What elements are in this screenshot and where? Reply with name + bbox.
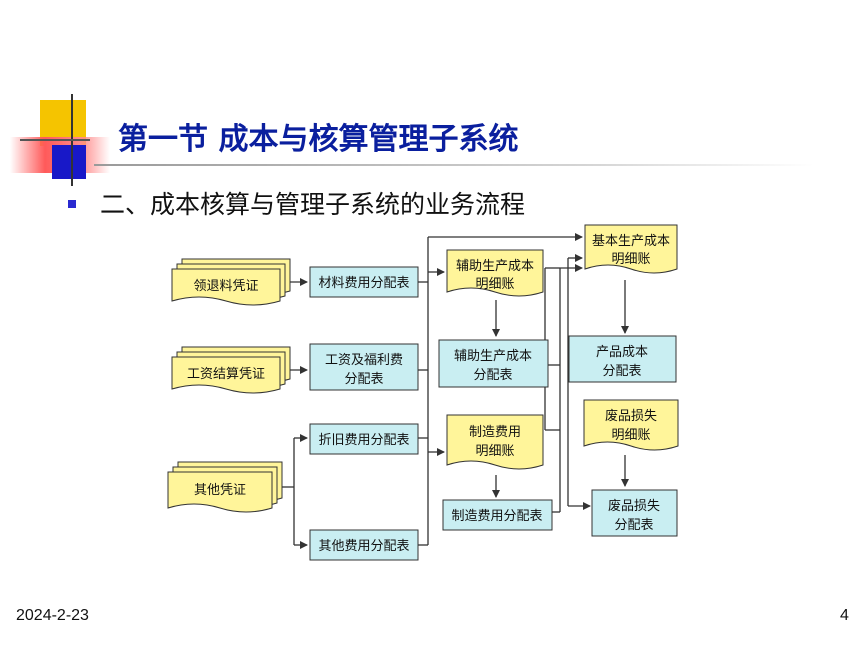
table-zhizao-fenpei: 制造费用分配表 [442, 499, 553, 531]
slide-subtitle: 二、成本核算与管理子系统的业务流程 [100, 190, 526, 219]
table-fuzhu-fenpei-label-2: 分配表 [473, 368, 512, 383]
table-fuzhu-fenpei: 辅助生产成本 分配表 [438, 339, 549, 388]
slide-title: 第一节 成本与核算管理子系统 [118, 122, 519, 157]
ledger-jiben-label-1: 基本生产成本 [592, 234, 670, 249]
doc-stack-lingtuiliao: 领退料凭证 [171, 258, 291, 306]
table-gongzi-label-2: 分配表 [344, 372, 383, 387]
table-feipin-fenpei-label-2: 分配表 [614, 518, 653, 533]
page-number: 4 [840, 607, 849, 624]
ledger-feipin-label-2: 明细账 [611, 428, 650, 443]
doc-stack-lingtuiliao-label: 领退料凭证 [193, 279, 258, 294]
bullet-square-icon [68, 200, 76, 208]
ledger-zhizao: 制造费用 明细账 [446, 414, 544, 470]
table-fuzhu-fenpei-label-1: 辅助生产成本 [454, 349, 532, 364]
table-cailiao-label: 材料费用分配表 [318, 276, 409, 291]
decor-blue-square [52, 145, 86, 179]
footer-date: 2024-2-23 [16, 607, 89, 624]
table-zhizao-fenpei-label: 制造费用分配表 [451, 509, 542, 524]
table-chanpin-label-2: 分配表 [602, 364, 641, 379]
table-feipin-fenpei-label-1: 废品损失 [608, 498, 660, 514]
doc-stack-gongzi-label: 工资结算凭证 [187, 367, 265, 382]
ledger-jiben: 基本生产成本 明细账 [584, 224, 678, 274]
table-feipin-fenpei: 废品损失 分配表 [591, 489, 678, 537]
table-zhejiu-label: 折旧费用分配表 [318, 433, 409, 448]
ledger-fuzhu: 辅助生产成本 明细账 [446, 249, 544, 297]
connector-lines [280, 233, 629, 549]
table-gongzi: 工资及福利费 分配表 [309, 343, 419, 391]
table-qita: 其他费用分配表 [309, 529, 419, 561]
ledger-fuzhu-label-2: 明细账 [475, 277, 514, 292]
ledger-jiben-label-2: 明细账 [611, 252, 650, 267]
ledger-feipin-label-1: 废品损失 [605, 408, 657, 424]
table-chanpin: 产品成本 分配表 [568, 335, 677, 383]
table-chanpin-label-1: 产品成本 [596, 345, 648, 360]
table-qita-label: 其他费用分配表 [318, 539, 409, 554]
ledger-feipin: 废品损失 明细账 [583, 399, 679, 451]
table-zhejiu: 折旧费用分配表 [309, 423, 419, 455]
doc-stack-qita-label: 其他凭证 [194, 483, 246, 498]
ledger-fuzhu-label-1: 辅助生产成本 [456, 259, 534, 274]
ledger-zhizao-label-2: 明细账 [475, 444, 514, 459]
table-gongzi-label-1: 工资及福利费 [325, 353, 403, 368]
ledger-zhizao-label-1: 制造费用 [469, 425, 521, 440]
doc-stack-qita: 其他凭证 [167, 461, 283, 513]
decor-horizontal-line [20, 139, 90, 141]
doc-stack-gongzi: 工资结算凭证 [171, 346, 291, 394]
table-cailiao: 材料费用分配表 [309, 266, 419, 298]
title-underline [94, 164, 814, 166]
